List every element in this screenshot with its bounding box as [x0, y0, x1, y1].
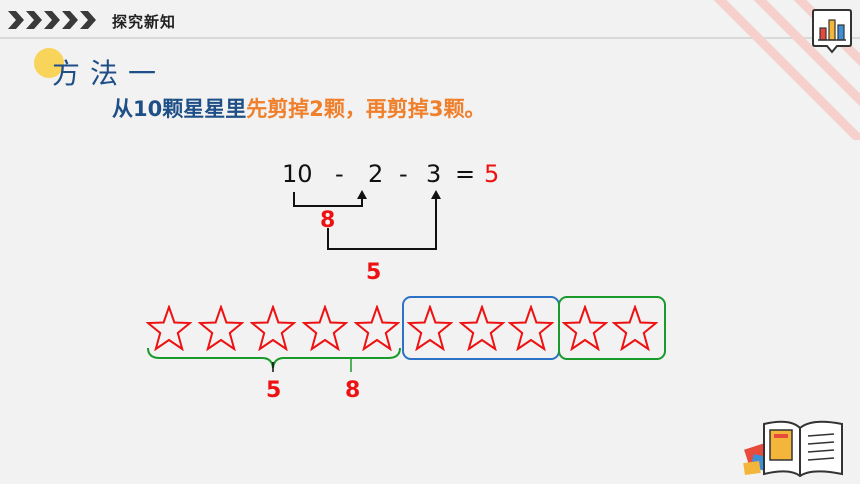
equation-minus-2: - — [399, 160, 408, 188]
star-icon — [562, 305, 608, 351]
method-title-dot — [34, 48, 64, 78]
chart-icon — [812, 9, 852, 54]
method-title: 方法一 — [52, 57, 167, 90]
star-icon — [508, 305, 554, 351]
star-icon — [407, 305, 453, 351]
equation-term-2: 2 — [368, 160, 384, 188]
equation-result: 5 — [484, 160, 500, 188]
star-icon — [302, 305, 348, 351]
chevrons-icon — [8, 11, 96, 29]
equation-minus-1: - — [335, 160, 344, 188]
star-icon — [250, 305, 296, 351]
brace-left-label: 5 — [266, 378, 282, 403]
header-divider — [0, 37, 860, 39]
star-icon — [459, 305, 505, 351]
intro-part1: 从10颗星星里 — [112, 97, 247, 121]
equation-term-3: 3 — [426, 160, 442, 188]
star-brace — [147, 347, 401, 372]
green-group-box — [558, 296, 666, 360]
book-icon — [743, 420, 843, 478]
star-icon — [354, 305, 400, 351]
header-title: 探究新知 — [112, 13, 177, 31]
intro-sentence: 从10颗星星里先剪掉2颗，再剪掉3颗。 — [112, 93, 485, 123]
equation-equals: = — [455, 160, 476, 188]
intro-part2: 先剪掉2颗，再剪掉3颗。 — [246, 97, 486, 121]
equation-brackets — [293, 190, 441, 250]
star-icon — [198, 305, 244, 351]
annotation-second-result: 5 — [366, 260, 382, 285]
annotation-first-result: 8 — [320, 208, 336, 233]
star-icon — [146, 305, 192, 351]
star-icon — [612, 305, 658, 351]
brace-right-label: 8 — [345, 378, 361, 403]
equation-term-10: 10 — [282, 160, 313, 188]
